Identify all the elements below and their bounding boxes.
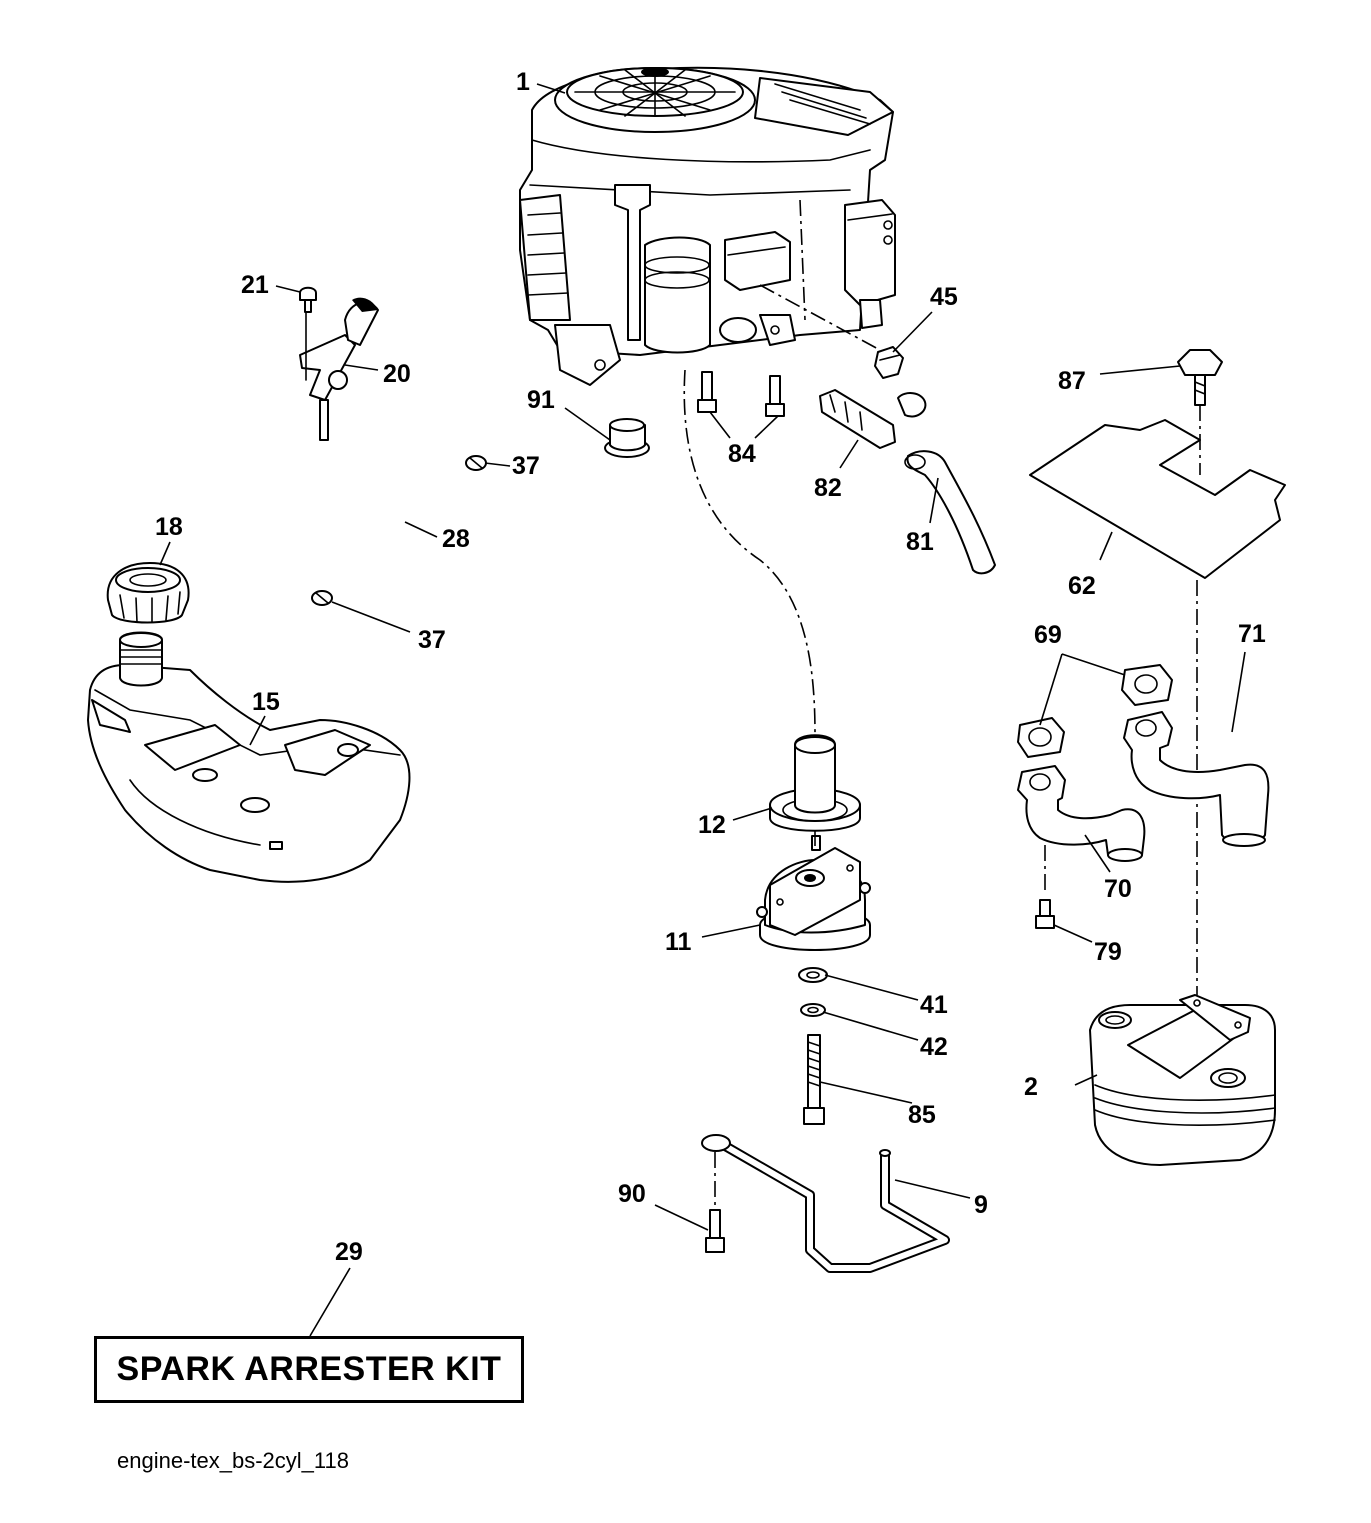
callout-62: 62 (1068, 572, 1096, 600)
fuel-line-28-part[interactable] (332, 465, 473, 593)
callout-45: 45 (930, 283, 958, 311)
bolt-90-part[interactable] (705, 1152, 725, 1253)
callout-91: 91 (527, 386, 555, 414)
callout-85: 85 (908, 1101, 936, 1129)
callout-28: 28 (442, 525, 470, 553)
hose-clamp-37a-part[interactable] (465, 455, 487, 471)
hose-81-part[interactable] (904, 450, 996, 575)
callout-11: 11 (665, 928, 692, 956)
throttle-control-20-part[interactable] (299, 297, 379, 441)
washer-41-part[interactable] (798, 967, 828, 983)
callout-15: 15 (252, 688, 280, 716)
callout-41: 41 (920, 991, 948, 1019)
bolt-87-part[interactable] (1177, 349, 1223, 475)
callout-42: 42 (920, 1033, 948, 1061)
callout-87: 87 (1058, 367, 1086, 395)
muffler-2-part[interactable] (1089, 994, 1276, 1166)
exhaust-pipe-70-part[interactable] (1017, 765, 1146, 895)
diagram-file-id: engine-tex_bs-2cyl_118 (117, 1448, 349, 1473)
callout-37b: 37 (418, 626, 446, 654)
bushing-91-part[interactable] (604, 418, 650, 458)
nut-45-part[interactable] (874, 346, 904, 379)
gasket-69-part[interactable] (1017, 664, 1173, 758)
callout-29: 29 (335, 1238, 363, 1266)
callout-82: 82 (814, 474, 842, 502)
callout-1: 1 (516, 68, 530, 96)
hose-clamp-37b-part[interactable] (311, 590, 333, 606)
callout-18: 18 (155, 513, 183, 541)
callout-69: 69 (1034, 621, 1062, 649)
bolt-79-part[interactable] (1035, 899, 1055, 929)
callout-84: 84 (728, 440, 756, 468)
spark-arrester-kit-label: SPARK ARRESTER KIT (116, 1350, 502, 1388)
callout-20: 20 (383, 360, 411, 388)
washer-42-part[interactable] (800, 1003, 826, 1017)
callout-9: 9 (974, 1191, 988, 1219)
spark-arrester-kit-box[interactable]: SPARK ARRESTER KIT (94, 1336, 524, 1403)
callout-2: 2 (1024, 1073, 1038, 1101)
fuel-tank-15-part[interactable] (87, 631, 411, 883)
callout-21: 21 (241, 271, 269, 299)
leader-lines (159, 83, 1246, 1337)
exhaust-pipe-71-part[interactable] (1123, 711, 1270, 847)
callout-71: 71 (1238, 620, 1266, 648)
callout-79: 79 (1094, 938, 1122, 966)
callout-labels: 1 2 9 11 12 15 18 20 21 28 29 37 37 41 4… (155, 68, 1266, 1266)
callout-90: 90 (618, 1180, 646, 1208)
callout-12: 12 (698, 811, 726, 839)
pto-clutch-11-part[interactable] (756, 835, 871, 951)
callout-37a: 37 (512, 452, 540, 480)
bolt-84-part[interactable] (697, 371, 785, 417)
fuel-cap-18-part[interactable] (106, 562, 190, 624)
screw-21-part[interactable] (299, 286, 317, 313)
fuel-fitting-82-part[interactable] (819, 389, 927, 449)
bracket-9-part[interactable] (701, 1134, 950, 1273)
callout-81: 81 (906, 528, 934, 556)
callout-70: 70 (1104, 875, 1132, 903)
pulley-12-part[interactable] (769, 734, 861, 832)
heat-shield-62-part[interactable] (1029, 419, 1286, 579)
engine-part[interactable] (519, 66, 896, 386)
bolt-85-part[interactable] (803, 1034, 825, 1125)
